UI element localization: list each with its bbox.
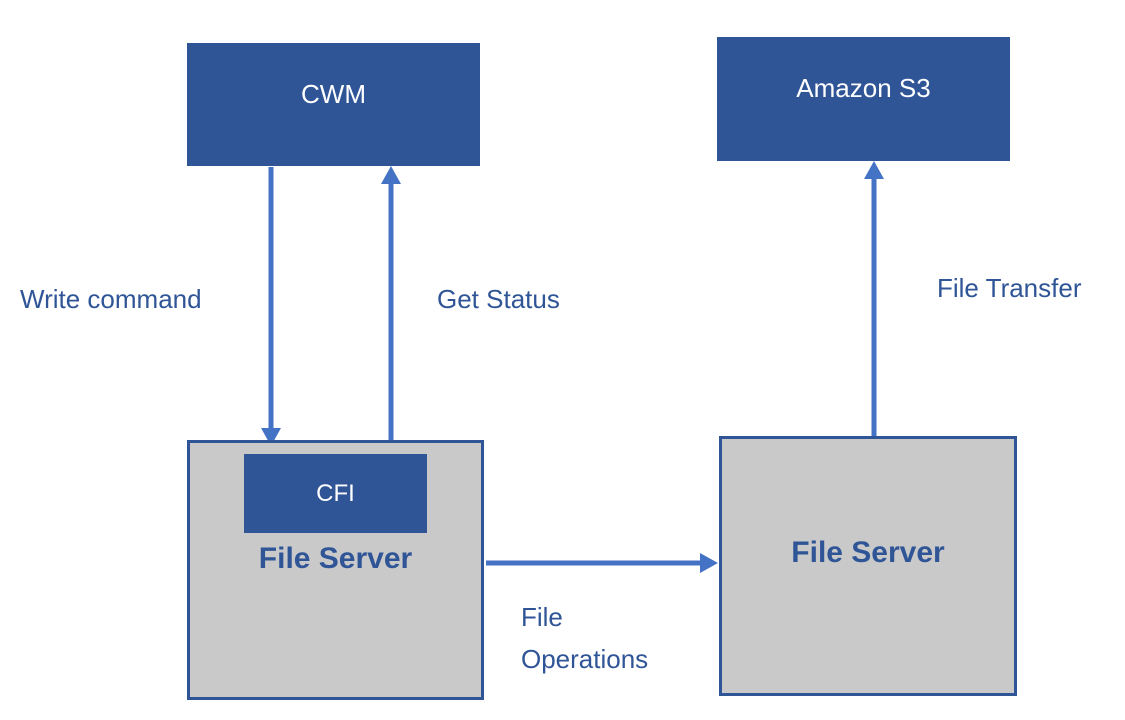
- node-file-server-right: [719, 436, 1017, 696]
- edge-label-file-transfer: File Transfer: [937, 273, 1082, 303]
- edge-label-get-status: Get Status: [437, 284, 560, 314]
- node-amazon-s3: Amazon S3: [717, 37, 1010, 161]
- edge-file-operations-arrow: [486, 553, 718, 573]
- edge-write-command-arrow: [261, 167, 281, 446]
- node-file-server-left-label: File Server: [258, 542, 413, 575]
- edge-label-write-command: Write command: [20, 284, 202, 314]
- edge-get-status-arrow: [381, 166, 401, 442]
- node-file-server-right-label: File Server: [791, 536, 945, 569]
- node-cwm-label: CWM: [301, 79, 366, 109]
- edge-label-file-operations: File Operations: [521, 602, 649, 674]
- node-cfi: CFI: [244, 454, 427, 533]
- edge-file-transfer-arrow: [864, 161, 884, 437]
- node-amazon-s3-label: Amazon S3: [796, 72, 931, 103]
- node-cwm: CWM: [187, 43, 480, 166]
- node-cfi-label: CFI: [316, 479, 355, 507]
